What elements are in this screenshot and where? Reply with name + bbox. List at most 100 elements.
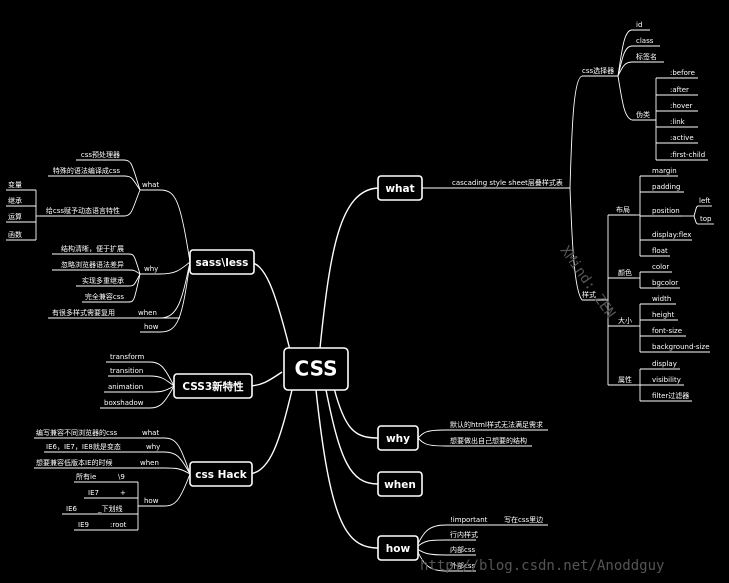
sass-why-item-1: 结构清晰，便于扩展 — [61, 244, 124, 253]
branch-what-label: what — [385, 183, 414, 195]
layout-item-flex: display:flex — [652, 231, 691, 239]
size-label: 大小 — [618, 316, 632, 325]
layout-item-position: position — [652, 207, 680, 215]
how-important: !important — [450, 516, 488, 524]
pseudo-item-hover: :hover — [670, 102, 693, 110]
why-how-subtrees — [415, 429, 548, 572]
pseudo-item-after: :after — [670, 86, 689, 94]
css3-item-transition: transition — [110, 367, 143, 375]
position-item-left: left — [699, 197, 711, 205]
sass-how-label: how — [144, 323, 159, 331]
pseudo-item-active: :active — [670, 134, 694, 142]
attr-label: 属性 — [618, 375, 632, 384]
how-important-note: 写在css里边 — [504, 515, 543, 524]
sass-dynamic-item-4: 函数 — [8, 230, 22, 239]
sass-why-label: why — [144, 265, 158, 273]
sass-when-label: when — [138, 309, 157, 317]
sass-when-text: 有很多样式需要复用 — [52, 308, 115, 317]
pseudo-item-link: :link — [670, 118, 686, 126]
sass-what-item-2: 特殊的语法编译成css — [53, 166, 120, 175]
sass-what-item-1: css预处理器 — [81, 150, 120, 159]
pseudo-item-first-child: :first-child — [670, 151, 705, 159]
hack-row-browser: IE7 — [88, 489, 99, 497]
layout-label: 布局 — [616, 205, 630, 214]
hack-when-text: 想要兼容低版本IE的时候 — [36, 458, 113, 467]
why-item-1: 默认的html样式无法满足需求 — [450, 420, 543, 429]
sass-what-item-3: 给css赋予动态语言特性 — [46, 206, 120, 215]
hack-what-text: 编写兼容不同浏览器的css — [36, 428, 117, 437]
hack-why-text: IE6，IE7，IE8就是变态 — [46, 442, 121, 451]
style-label: 样式 — [582, 290, 596, 299]
color-item-color: color — [652, 263, 669, 271]
how-item-inline: 行内样式 — [450, 530, 478, 539]
pseudo-item-before: :before — [670, 69, 695, 77]
sass-dynamic-item-3: 运算 — [8, 212, 22, 221]
hack-when-label: when — [140, 459, 159, 467]
what-subtree — [422, 29, 714, 402]
sass-why-item-3: 实现多重继承 — [82, 276, 124, 285]
branch-css3-label: CSS3新特性 — [182, 380, 244, 393]
selector-label: css选择器 — [582, 66, 614, 75]
hack-why-label: why — [146, 443, 160, 451]
attr-item-display: display — [652, 360, 677, 368]
center-connectors — [247, 187, 379, 549]
branch-when-label: when — [384, 479, 416, 491]
branch-how[interactable]: how — [377, 535, 419, 561]
branch-hack[interactable]: css Hack — [189, 461, 253, 487]
watermark-url: http://blog.csdn.net/Anoddguy — [420, 558, 664, 574]
hack-row-browser: 所有ie — [76, 472, 96, 481]
hack-row-mark: + — [120, 489, 126, 497]
selector-item-tag: 标签名 — [636, 52, 657, 61]
hack-row-browser: IE9 — [78, 521, 89, 529]
how-item-internal: 内部css — [450, 545, 475, 554]
sass-dynamic-item-2: 继承 — [8, 196, 22, 205]
sass-subtree — [6, 159, 191, 333]
branch-hack-label: css Hack — [195, 469, 247, 481]
branch-why-label: why — [386, 433, 410, 445]
size-item-width: width — [652, 295, 671, 303]
css3-item-boxshadow: boxshadow — [104, 399, 144, 407]
center-node[interactable]: CSS — [283, 347, 349, 391]
center-label: CSS — [295, 357, 338, 381]
css3-subtree — [100, 361, 175, 409]
css3-item-transform: transform — [110, 353, 144, 361]
size-item-height: height — [652, 311, 675, 319]
hack-how-label: how — [144, 497, 159, 505]
hack-row-mark: \9 — [118, 473, 125, 481]
hack-row-mark: _下划线 — [97, 504, 123, 513]
size-item-background-size: background-size — [652, 343, 710, 351]
sass-what-label: what — [142, 181, 159, 189]
why-item-2: 想要做出自己想要的结构 — [450, 436, 527, 445]
branch-how-label: how — [386, 543, 411, 555]
selector-item-class: class — [636, 37, 654, 45]
layout-item-padding: padding — [652, 183, 680, 191]
sass-dynamic-item-1: 变量 — [8, 180, 22, 189]
hack-subtree — [34, 437, 191, 531]
selector-item-id: id — [636, 21, 642, 29]
watermark-xmind: XMind: ZEN — [557, 243, 618, 321]
branch-sass-label: sass\less — [196, 257, 249, 269]
branch-why[interactable]: why — [377, 425, 419, 451]
sass-why-item-2: 忽略浏览器语法差异 — [61, 260, 124, 269]
branch-css3[interactable]: CSS3新特性 — [173, 373, 253, 399]
hack-row-mark: :root — [110, 521, 127, 529]
size-item-font-size: font-size — [652, 327, 682, 335]
layout-item-margin: margin — [652, 167, 677, 175]
hack-what-label: what — [142, 429, 159, 437]
how-item-external: 外部css — [450, 561, 475, 570]
pseudo-label: 伪类 — [636, 110, 650, 119]
layout-item-float: float — [652, 247, 668, 255]
css3-item-animation: animation — [108, 383, 143, 391]
hack-row-browser: IE6 — [66, 505, 77, 513]
attr-item-filter: filter过滤器 — [652, 391, 689, 400]
what-definition: cascading style sheet层叠样式表 — [452, 178, 563, 187]
color-item-bgcolor: bgcolor — [652, 279, 678, 287]
color-label: 颜色 — [618, 268, 632, 277]
branch-sass[interactable]: sass\less — [189, 249, 255, 275]
branch-what[interactable]: what — [377, 175, 423, 201]
sass-why-item-4: 完全兼容css — [85, 292, 124, 301]
position-item-top: top — [700, 215, 712, 223]
branch-when[interactable]: when — [377, 471, 423, 497]
attr-item-visibility: visibility — [652, 376, 681, 384]
